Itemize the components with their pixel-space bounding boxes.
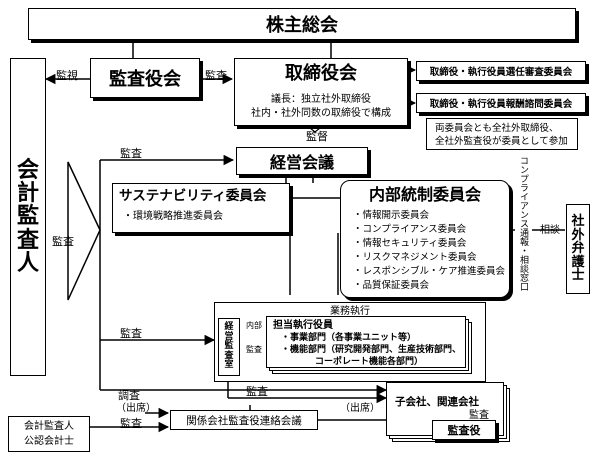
consult-label: 相談	[540, 225, 560, 236]
liaison-meeting-box: 関係会社監査役連絡会議	[170, 410, 318, 430]
internal-control-item-3: ・情報セキュリティ委員会	[353, 238, 467, 249]
auditor-char-3: 監	[16, 204, 39, 230]
accounting-auditor-cpa-box: 会計監査人 公認会計士	[8, 416, 90, 452]
lawyer-char-2: 外	[571, 227, 585, 243]
management-council-label: 経営会議	[269, 153, 334, 172]
auditor-char-2: 計	[16, 181, 39, 207]
liaison-meeting-label: 関係会社監査役連絡会議	[186, 414, 302, 427]
hotline-label: コンプライアンス通報・相談窓口	[518, 156, 528, 291]
internal-control-item-5: ・レスポンシブル・ケア推進委員会	[353, 266, 506, 277]
attend-label-right: （出席）	[340, 403, 380, 414]
board-composition-note: 社内・社外同数の取締役で構成	[251, 108, 391, 119]
subsidiary-auditor-box: 監査役	[432, 420, 496, 440]
internal-control-item-2: ・コンプライアンス委員会	[353, 224, 467, 235]
audit-label-cpa: 監査	[120, 417, 142, 430]
audit-office-char-4: 査	[224, 350, 234, 361]
auditor-char-5: 人	[16, 250, 39, 276]
subsidiaries-title: 子会社、関連会社	[395, 396, 479, 408]
nomination-committee-label: 取締役・執行役員選任審査委員会	[429, 67, 573, 78]
sustainability-sub: ・環境戦略推進委員会	[123, 211, 223, 222]
shareholders-meeting-label: 株主総会	[266, 15, 338, 36]
monitor-label: 監視	[56, 69, 78, 82]
audit-board-label: 監査役会	[109, 69, 181, 90]
investigate-label: 調査	[118, 389, 140, 402]
committees-note-line2: 全社外監査役が委員として参加	[435, 136, 568, 147]
nomination-committee-box: 取締役・執行役員選任審査委員会	[416, 61, 586, 81]
audit-office-char-5: 室	[224, 360, 234, 371]
sustainability-committee-box: サステナビリティ委員会 ・環境戦略推進委員会	[112, 183, 290, 233]
committees-note-box: 両委員会とも全社外取締役、 全社外監査役が委員として参加	[426, 118, 578, 150]
officers-line2: ・機能部門（研究開発部門、生産技術部門、	[281, 345, 462, 355]
audit-label-execution: 監査	[120, 327, 142, 340]
lawyer-char-5: 士	[571, 268, 585, 284]
board-title: 取締役会	[285, 63, 357, 84]
outside-lawyer-box: 社 外 弁 護 士	[566, 204, 590, 294]
internal-control-item-1: ・情報開示委員会	[353, 210, 430, 221]
subsidiary-auditor-label: 監査役	[447, 424, 481, 437]
shareholders-meeting-box: 株主総会	[28, 8, 576, 40]
audit-office-box: 経 営 監 査 室	[218, 318, 240, 376]
accounting-auditor-box: 会 計 監 査 人	[10, 58, 46, 376]
audit-label-board: 監査	[205, 69, 227, 82]
lawyer-char-4: 護	[571, 254, 585, 270]
audit-office-char-2: 営	[224, 331, 234, 342]
officers-box: 担当執行役員 ・事業部門（各事業ユニット等） ・機能部門（研究開発部門、生産技術…	[266, 316, 466, 368]
subsidiaries-audit-label: 監査	[469, 410, 489, 421]
lawyer-char-1: 社	[571, 213, 585, 229]
audit-office-char-1: 経	[224, 322, 234, 333]
internal-control-item-4: ・リスクマネジメント委員会	[353, 252, 477, 263]
audit-office-char-3: 監	[224, 341, 234, 352]
management-council-box: 経営会議	[236, 147, 368, 175]
execution-title: 業務執行	[330, 306, 370, 317]
internal-audit-label-a: 内部	[246, 321, 262, 330]
auditor-char-4: 査	[16, 227, 39, 253]
board-chair-note: 議長：独立社外取締役	[271, 94, 371, 105]
lawyer-char-3: 弁	[571, 241, 585, 257]
officers-line3: コーポレート機能各部門）	[315, 357, 424, 367]
internal-control-committee-box: 内部統制委員会 ・情報開示委員会 ・コンプライアンス委員会 ・情報セキュリティ委…	[340, 180, 510, 298]
auditor-arrow-shape	[67, 161, 101, 301]
internal-audit-label-b: 監査	[246, 345, 262, 354]
attend-label-left: （出席）	[116, 403, 156, 414]
internal-control-title: 内部統制委員会	[368, 185, 481, 204]
compensation-committee-box: 取締役・執行役員報酬諮問委員会	[416, 93, 586, 113]
auditor-char-1: 会	[16, 158, 39, 184]
audit-label-council: 監査	[120, 147, 142, 160]
supervise-label: 監督	[306, 130, 328, 143]
board-box: 取締役会 議長：独立社外取締役 社内・社外同数の取締役で構成	[234, 58, 408, 126]
accounting-line1: 会計監査人	[24, 421, 74, 432]
audit-label-auditor: 監査	[52, 235, 74, 248]
compensation-committee-label: 取締役・執行役員報酬諮問委員会	[429, 99, 573, 110]
officers-title: 担当執行役員	[273, 320, 333, 331]
accounting-line2: 公認会計士	[24, 436, 74, 447]
audit-label-subsidiaries: 監査	[246, 385, 268, 398]
officers-line1: ・事業部門（各事業ユニット等）	[281, 333, 417, 343]
audit-board-box: 監査役会	[90, 58, 200, 98]
sustainability-title: サステナビリティ委員会	[119, 188, 267, 204]
internal-control-item-6: ・品質保証委員会	[353, 280, 430, 291]
committees-note-line1: 両委員会とも全社外取締役、	[435, 123, 559, 134]
